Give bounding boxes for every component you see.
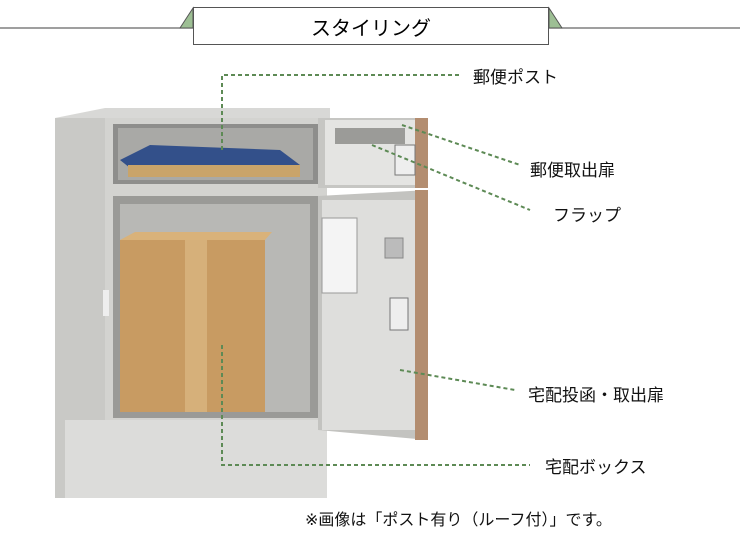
label-delivery-box: 宅配ボックス: [545, 458, 647, 478]
label-post: 郵便ポスト: [473, 68, 558, 88]
post-door-wood-edge: [415, 118, 428, 188]
cabinet-top: [55, 108, 330, 118]
leader-post: [221, 74, 460, 150]
delivery-door-wood-edge: [415, 190, 428, 440]
leader-delivery-door: [399, 369, 516, 391]
instruction-sticker: [321, 217, 358, 294]
lock: [389, 297, 409, 331]
label-delivery-door: 宅配投函・取出扉: [528, 386, 664, 406]
cabinet-base: [65, 420, 327, 498]
label-post-door: 郵便取出扉: [530, 161, 615, 181]
header-tab-right: [548, 6, 563, 29]
image-note: ※画像は「ポスト有り（ルーフ付）」です。: [305, 510, 612, 529]
cabinet: [55, 108, 330, 498]
header-tab-left: [179, 6, 194, 29]
label-flap: フラップ: [553, 206, 621, 226]
mail-items: [120, 145, 300, 168]
flap-part: [335, 128, 405, 144]
leader-delivery-box: [221, 345, 530, 466]
section-title: スタイリング: [193, 7, 549, 45]
leader-flap: [371, 144, 531, 211]
leader-lines: [221, 74, 531, 466]
post-door: [318, 118, 428, 188]
hinge: [103, 290, 109, 316]
delivery-door: [318, 190, 428, 440]
parcel-flat: [128, 165, 300, 177]
